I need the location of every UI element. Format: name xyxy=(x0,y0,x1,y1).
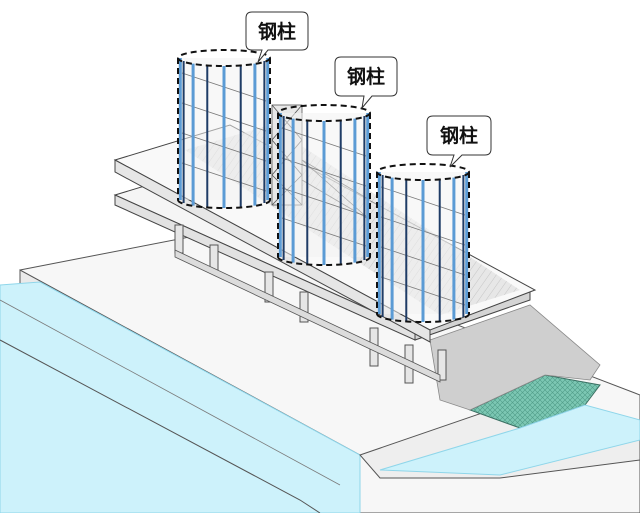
callout-2: 钢柱 xyxy=(334,56,398,110)
callout-1-label: 钢柱 xyxy=(258,20,296,43)
callout-3-label: 钢柱 xyxy=(440,124,478,147)
callout-2-label: 钢柱 xyxy=(347,65,385,88)
pit-shadow xyxy=(429,304,601,411)
callout-1: 钢柱 xyxy=(245,11,309,63)
water-channel xyxy=(379,404,640,476)
river-bank-line xyxy=(0,299,341,486)
steel-column-cage-3 xyxy=(376,163,470,323)
pier-beam xyxy=(174,249,441,383)
river-edge-line xyxy=(0,339,321,513)
callout-3: 钢柱 xyxy=(426,115,492,168)
steel-column-cage-1 xyxy=(177,49,271,209)
steel-column-cage-2 xyxy=(277,104,371,266)
